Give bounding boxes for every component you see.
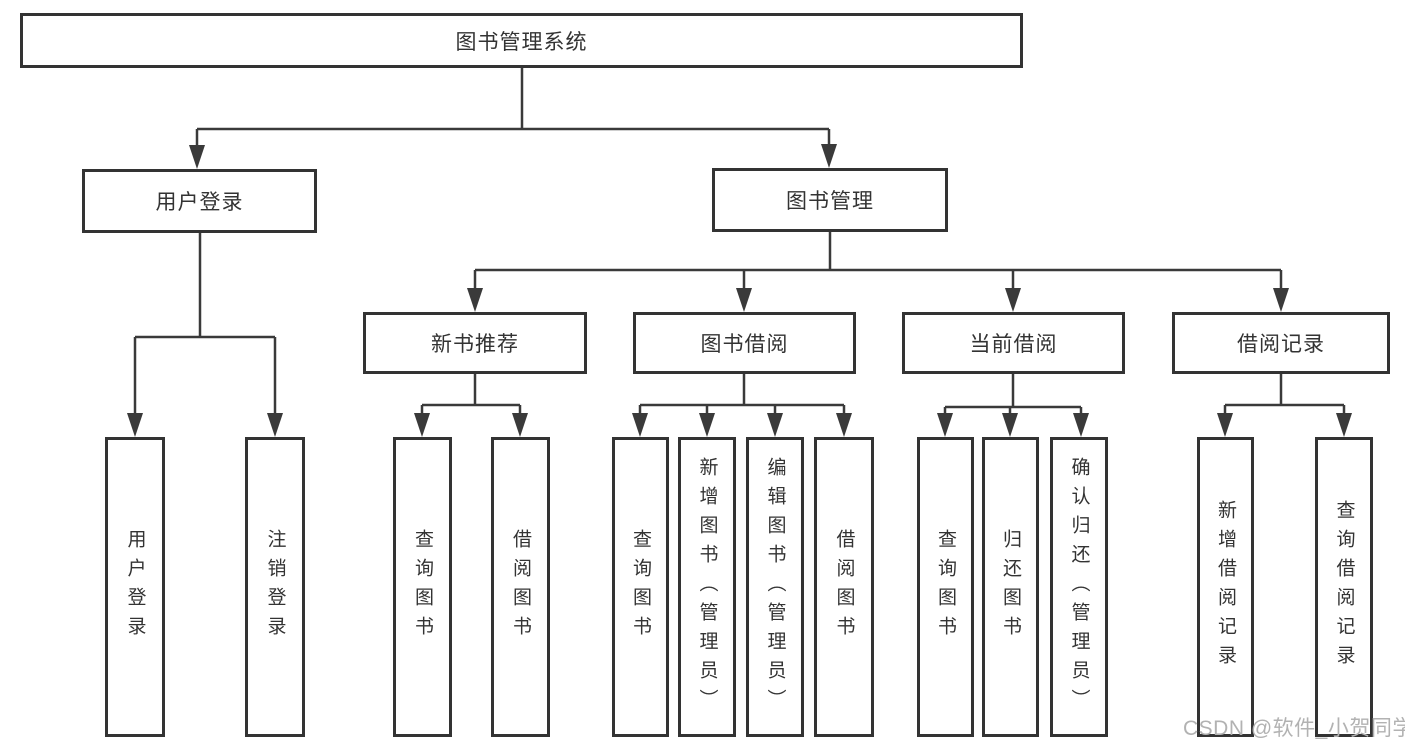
- arrow-down-icon: [1336, 413, 1352, 437]
- arrow-down-icon: [267, 413, 283, 437]
- arrow-down-icon: [467, 288, 483, 312]
- arrow-down-icon: [767, 413, 783, 437]
- connector-new-book-rec-to-leaves: [420, 374, 522, 418]
- arrow-down-icon: [189, 145, 205, 169]
- arrow-down-icon: [632, 413, 648, 437]
- arrow-down-icon: [512, 413, 528, 437]
- leaf-user-login: 用户登录: [105, 437, 165, 737]
- connector-user-login-to-leaves: [133, 233, 277, 418]
- node-book-mgmt: 图书管理: [712, 168, 948, 232]
- leaf-nbr-borrow-books: 借阅图书: [491, 437, 550, 737]
- arrow-down-icon: [1073, 413, 1089, 437]
- leaf-br-add-record: 新增借阅记录: [1197, 437, 1254, 737]
- leaf-logout-login: 注销登录: [245, 437, 305, 737]
- arrow-down-icon: [937, 413, 953, 437]
- leaf-bb-edit-books-admin: 编辑图书（管理员）: [746, 437, 804, 737]
- arrow-down-icon: [1002, 413, 1018, 437]
- connector-book-mgmt-to-level3: [473, 231, 1283, 295]
- connector-book-borrow-to-leaves: [638, 374, 846, 418]
- connector-borrow-record-to-leaves: [1223, 374, 1346, 418]
- node-user-login: 用户登录: [82, 169, 317, 233]
- leaf-bb-borrow-books: 借阅图书: [814, 437, 874, 737]
- arrow-down-icon: [414, 413, 430, 437]
- arrow-down-icon: [836, 413, 852, 437]
- leaf-br-query-record: 查询借阅记录: [1315, 437, 1373, 737]
- node-new-book-rec: 新书推荐: [363, 312, 587, 374]
- arrow-down-icon: [1005, 288, 1021, 312]
- node-current-borrow: 当前借阅: [902, 312, 1125, 374]
- arrow-down-icon: [821, 144, 837, 168]
- arrow-down-icon: [699, 413, 715, 437]
- connector-root-to-level2: [195, 68, 831, 150]
- leaf-cb-confirm-return-admin: 确认归还（管理员）: [1050, 437, 1108, 737]
- leaf-bb-add-books-admin: 新增图书（管理员）: [678, 437, 736, 737]
- node-book-borrow: 图书借阅: [633, 312, 856, 374]
- leaf-cb-return-books: 归还图书: [982, 437, 1039, 737]
- leaf-bb-query-books: 查询图书: [612, 437, 669, 737]
- arrowheads: [127, 144, 1352, 437]
- leaf-cb-query-books: 查询图书: [917, 437, 974, 737]
- node-borrow-record: 借阅记录: [1172, 312, 1390, 374]
- arrow-down-icon: [1273, 288, 1289, 312]
- arrow-down-icon: [736, 288, 752, 312]
- node-root: 图书管理系统: [20, 13, 1023, 68]
- connector-current-borrow-to-leaves: [943, 374, 1083, 418]
- arrow-down-icon: [1217, 413, 1233, 437]
- watermark: CSDN @软件_小贺同学: [1183, 717, 1405, 740]
- leaf-nbr-query-books: 查询图书: [393, 437, 452, 737]
- arrow-down-icon: [127, 413, 143, 437]
